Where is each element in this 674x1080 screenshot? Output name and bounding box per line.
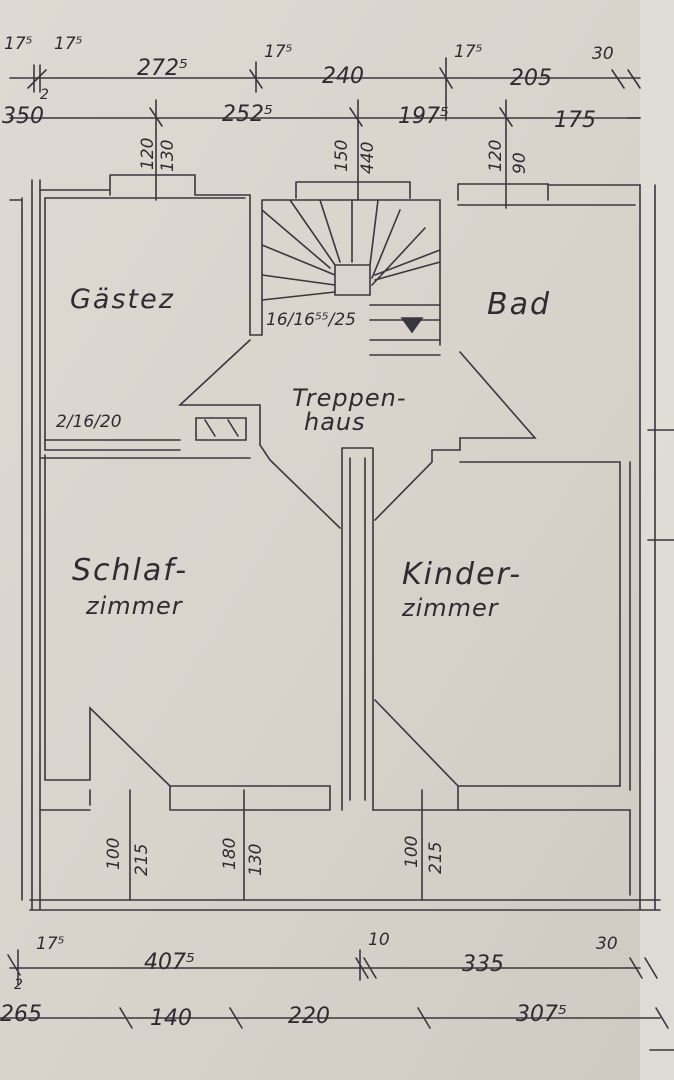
- dim-window-bath-b: 90: [510, 152, 530, 174]
- stair-note: 16/16⁵⁵/25: [266, 310, 356, 330]
- dim-window-bath-a: 120: [486, 139, 506, 172]
- room-label-bath: Bad: [487, 287, 552, 322]
- dim-top-f: 240: [322, 64, 364, 89]
- stair-hall-walls: [177, 339, 537, 529]
- dim-top-j: 350: [2, 104, 44, 129]
- dim-bottom-d: 10: [368, 930, 390, 950]
- dim-bottom-a: 17⁵: [36, 934, 65, 954]
- dim-window-stair-b: 440: [358, 141, 378, 174]
- vent-box: [195, 417, 247, 441]
- room-label-kids-1: Kinder-: [402, 557, 523, 592]
- dim-bottom-g: 265: [0, 1002, 42, 1027]
- dim-window-stair-a: 150: [332, 139, 352, 172]
- dim-door-3b: 215: [426, 841, 446, 874]
- dim-window-guest-b: 130: [158, 139, 178, 172]
- right-margin-ticks: [647, 429, 674, 1051]
- dim-top-d: 272⁵: [137, 56, 188, 81]
- dim-top-i: 30: [592, 44, 614, 64]
- dim-top-g: 17⁵: [454, 42, 483, 62]
- room-label-kids-2: zimmer: [402, 594, 499, 622]
- dim-top-e: 17⁵: [264, 42, 293, 62]
- kids-room-walls: [374, 461, 631, 896]
- dim-window-guest-a: 120: [138, 137, 158, 170]
- room-label-stair-2: haus: [304, 408, 366, 436]
- dim-bottom-j: 307⁵: [516, 1002, 567, 1027]
- stair-arrow: [400, 317, 424, 334]
- dim-top-l: 197⁵: [398, 104, 449, 129]
- door-dim-lines: [129, 789, 423, 901]
- vent-note: 2/16/20: [56, 412, 122, 432]
- dim-door-3a: 100: [402, 835, 422, 868]
- dim-door-2b: 130: [246, 843, 266, 876]
- dim-extensions-top: [155, 99, 507, 209]
- dim-door-1b: 215: [132, 843, 152, 876]
- dim-door-1a: 100: [104, 837, 124, 870]
- room-label-bedroom-1: Schlaf-: [72, 553, 189, 588]
- outer-wall: [29, 179, 661, 911]
- room-label-bedroom-2: zimmer: [86, 592, 183, 620]
- dim-ticks-top: [27, 57, 641, 127]
- dim-door-2a: 180: [220, 837, 240, 870]
- top-wall: [39, 174, 641, 336]
- central-partition: [341, 447, 374, 811]
- dim-bottom-h: 140: [150, 1006, 192, 1031]
- dim-top-c: 2: [40, 87, 49, 103]
- dim-bottom-c: 407⁵: [144, 950, 195, 975]
- dim-bottom-f: 30: [596, 934, 618, 954]
- room-label-guest: Gästez: [70, 284, 175, 315]
- bedroom-walls: [39, 454, 331, 811]
- dim-top-b: 17⁵: [54, 34, 83, 54]
- dim-bottom-e: 335: [462, 952, 504, 977]
- room-label-stair-1: Treppen-: [292, 384, 407, 412]
- dim-top-k: 252⁵: [222, 102, 273, 127]
- dim-bottom-b: 2: [14, 977, 23, 993]
- dim-ticks-bottom: [7, 949, 669, 1029]
- left-building-edge: [9, 197, 23, 901]
- dim-top-m: 175: [554, 108, 596, 133]
- dim-bottom-i: 220: [288, 1004, 330, 1029]
- guest-room-walls: [44, 197, 181, 451]
- dim-top-h: 205: [510, 66, 552, 91]
- dim-top-a: 17⁵: [4, 34, 33, 54]
